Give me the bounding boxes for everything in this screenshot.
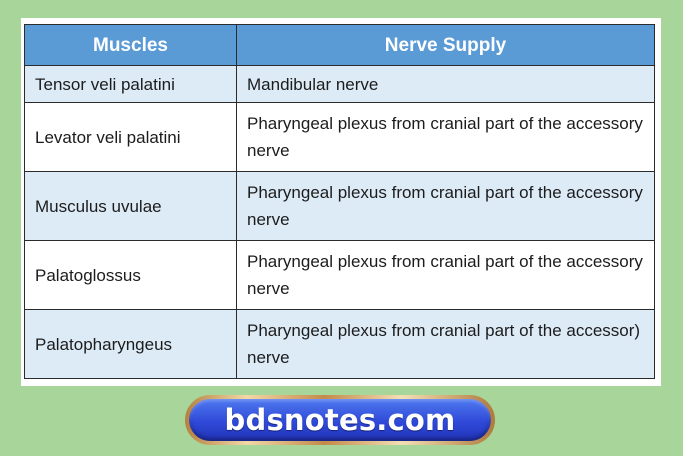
table-panel: Muscles Nerve Supply Tensor veli palatin… [21, 18, 661, 386]
nerve-cell: Pharyngeal plexus from cranial part of t… [236, 171, 655, 241]
header-muscles: Muscles [24, 24, 237, 66]
table-row: Palatopharyngeus Pharyngeal plexus from … [24, 309, 655, 379]
header-nerve-supply: Nerve Supply [236, 24, 655, 66]
muscle-cell: Palatopharyngeus [24, 309, 237, 379]
muscle-nerve-table: Muscles Nerve Supply Tensor veli palatin… [24, 24, 655, 379]
table-row: Levator veli palatini Pharyngeal plexus … [24, 102, 655, 172]
table-row: Musculus uvulae Pharyngeal plexus from c… [24, 171, 655, 241]
site-label: bdsnotes.com [224, 403, 456, 437]
muscle-cell: Levator veli palatini [24, 102, 237, 172]
nerve-cell: Pharyngeal plexus from cranial part of t… [236, 240, 655, 310]
muscle-cell: Musculus uvulae [24, 171, 237, 241]
nerve-cell: Pharyngeal plexus from cranial part of t… [236, 309, 655, 379]
table-header-row: Muscles Nerve Supply [24, 24, 655, 66]
muscle-cell: Palatoglossus [24, 240, 237, 310]
site-badge-body: bdsnotes.com [189, 399, 491, 441]
muscle-cell: Tensor veli palatini [24, 65, 237, 103]
nerve-cell: Pharyngeal plexus from cranial part of t… [236, 102, 655, 172]
table-row: Tensor veli palatini Mandibular nerve [24, 65, 655, 103]
site-watermark-badge: bdsnotes.com [185, 395, 495, 445]
table-row: Palatoglossus Pharyngeal plexus from cra… [24, 240, 655, 310]
nerve-cell: Mandibular nerve [236, 65, 655, 103]
